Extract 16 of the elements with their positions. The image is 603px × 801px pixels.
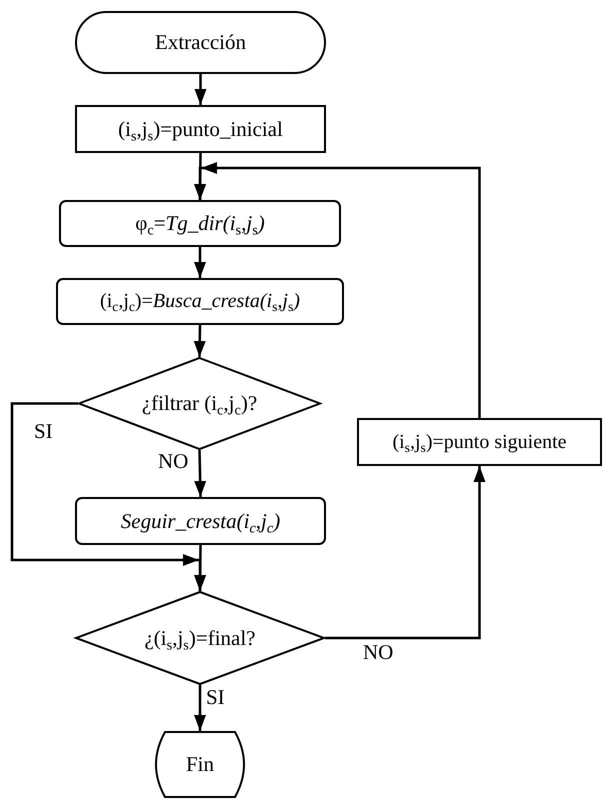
arrow (194, 544, 206, 592)
arrow (194, 324, 206, 358)
arrow (194, 450, 206, 498)
process-box: (i$_{s}$,j$_{s}$)=punto siguiente (357, 418, 602, 466)
process-box: (i$_{s}$,j$_{s}$)=punto_inicial (75, 105, 326, 153)
decision-diamond: ¿filtrar (i$_{c}$,j$_{c}$)? (78, 357, 321, 450)
arrow (194, 162, 481, 418)
terminal-shape: Extracción (75, 11, 326, 74)
process-box: (i$_{c}$,j$_{c}$)=Busca_cresta(i$_{s}$,j$_{s}$) (56, 278, 344, 325)
decision-diamond: ¿(i$_{s}$,j$_{s}$)=final? (75, 591, 325, 685)
arrow (325, 466, 486, 640)
process-box: Seguir_cresta(i$_{c}$,j$_{c}$) (75, 497, 326, 545)
process-box: φ$_{c}$=Tg_dir(i$_{s}$,j$_{s}$) (59, 200, 341, 247)
arrow (194, 74, 206, 105)
arrow (194, 685, 206, 731)
arrow (194, 247, 206, 278)
